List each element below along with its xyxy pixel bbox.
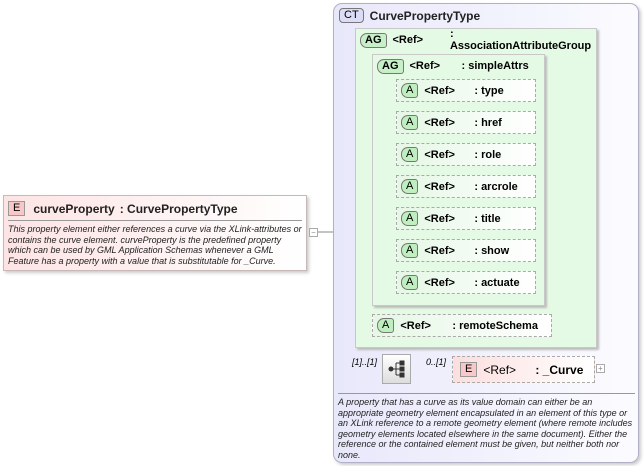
sequence-compositor[interactable] [382, 354, 411, 384]
element-badge: E [8, 201, 26, 216]
attribute-title[interactable]: A <Ref> : title [396, 207, 536, 230]
attribute-badge: A [401, 83, 419, 98]
attribute-href[interactable]: A <Ref> : href [396, 111, 536, 134]
attribute-badge: A [401, 147, 419, 162]
simple-attrs-ref: <Ref> [409, 60, 441, 72]
ct-badge: CT [339, 8, 364, 23]
attribute-ref: <Ref> [424, 116, 455, 129]
ag-header: AG <Ref> : AssociationAttributeGroup [356, 28, 596, 52]
expand-icon[interactable]: + [596, 364, 605, 373]
attribute-remoteSchema[interactable]: A <Ref> : remoteSchema [372, 314, 552, 337]
attribute-ref: <Ref> [424, 244, 455, 257]
attribute-badge: A [377, 318, 395, 333]
attribute-ref: <Ref> [400, 319, 431, 332]
sequence-icon [388, 360, 405, 378]
attribute-badge: A [401, 179, 419, 194]
attribute-ref: <Ref> [424, 276, 455, 289]
attribute-name: : show [474, 244, 510, 257]
curve-ref: <Ref> [483, 362, 517, 377]
attribute-badge: A [401, 211, 419, 226]
element-type: : CurvePropertyType [119, 201, 238, 216]
collapse-icon[interactable]: − [309, 228, 318, 237]
ag-badge: AG [360, 32, 387, 48]
attribute-ref: <Ref> [424, 148, 455, 161]
attribute-role[interactable]: A <Ref> : role [396, 143, 536, 166]
attribute-ref: <Ref> [424, 180, 455, 193]
attribute-badge: A [401, 115, 419, 130]
element-description: This property element either references … [8, 224, 302, 266]
ct-name: CurvePropertyType [369, 8, 481, 23]
attribute-name: : role [474, 148, 502, 161]
element-name: curveProperty [33, 201, 115, 216]
simple-attrs-header: AG <Ref> : simpleAttrs [373, 55, 544, 77]
ag-name: : AssociationAttributeGroup [449, 28, 592, 52]
attribute-badge: A [401, 243, 419, 258]
attribute-ref: <Ref> [424, 84, 455, 97]
curve-name: : _Curve [535, 362, 584, 377]
ag-ref: <Ref> [392, 34, 424, 46]
attribute-actuate[interactable]: A <Ref> : actuate [396, 271, 536, 294]
attribute-name: : href [474, 116, 502, 129]
simple-attrs-name: : simpleAttrs [461, 60, 529, 72]
attribute-name: : title [474, 212, 501, 225]
element-curveProperty[interactable]: E curveProperty : CurvePropertyType This… [3, 195, 307, 271]
attribute-name: : arcrole [474, 180, 518, 193]
curve-badge: E [460, 362, 478, 377]
attribute-ref: <Ref> [424, 212, 455, 225]
simple-attrs-badge: AG [377, 58, 404, 74]
attribute-show[interactable]: A <Ref> : show [396, 239, 536, 262]
sequence-multiplicity: [1]..[1] [352, 357, 378, 367]
attribute-arcrole[interactable]: A <Ref> : arcrole [396, 175, 536, 198]
curve-multiplicity: 0..[1] [426, 357, 447, 367]
attribute-badge: A [401, 275, 419, 290]
attribute-name: : actuate [474, 276, 520, 289]
attribute-name: : type [474, 84, 504, 97]
ct-description: A property that has a curve as its value… [338, 393, 635, 460]
element-curve[interactable]: E <Ref> : _Curve [452, 356, 595, 383]
attribute-type[interactable]: A <Ref> : type [396, 79, 536, 102]
attribute-name: : remoteSchema [452, 319, 538, 332]
